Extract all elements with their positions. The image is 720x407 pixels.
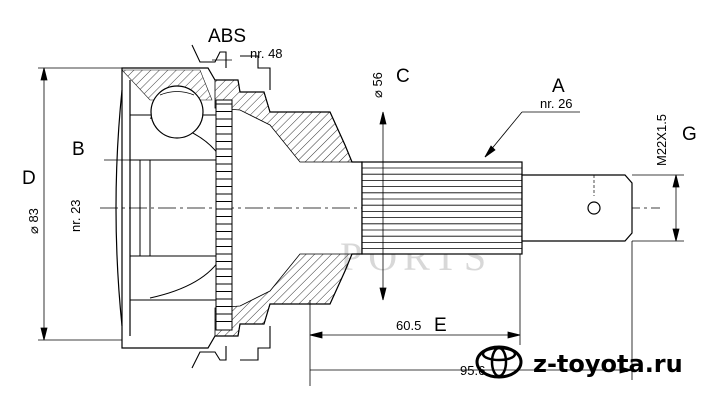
inner-race [130, 114, 223, 301]
label-abs-teeth: nr. 48 [250, 46, 283, 61]
ball-bearing [150, 85, 204, 139]
label-60-5: 60.5 [396, 318, 421, 333]
ball-shading [159, 91, 195, 96]
site-watermark: z-toyota.ru [533, 350, 683, 378]
dimension-lines [38, 59, 684, 386]
label-b-splines: nr. 23 [68, 199, 83, 232]
threaded-end [521, 174, 633, 242]
abs-ring [215, 99, 233, 331]
label-a-splines: nr. 26 [540, 96, 573, 111]
label-a: A [552, 76, 565, 97]
label-dia-83: ⌀ 83 [26, 208, 41, 234]
label-b: B [72, 139, 85, 160]
label-dia-56: ⌀ 56 [370, 72, 385, 98]
label-d: D [22, 168, 36, 189]
abs-clips [191, 44, 271, 369]
housing-hatching [121, 69, 353, 337]
labels: ABS nr. 48 ⌀ 56 C A nr. 26 B D ⌀ 83 nr. … [22, 26, 697, 378]
label-g: G [682, 124, 697, 145]
label-thread: M22X1.5 [654, 114, 669, 166]
label-e: E [434, 315, 447, 336]
spline-shaft [361, 161, 523, 255]
label-c: C [396, 66, 410, 87]
toyota-logo-icon [475, 345, 523, 379]
label-abs: ABS [208, 26, 246, 47]
